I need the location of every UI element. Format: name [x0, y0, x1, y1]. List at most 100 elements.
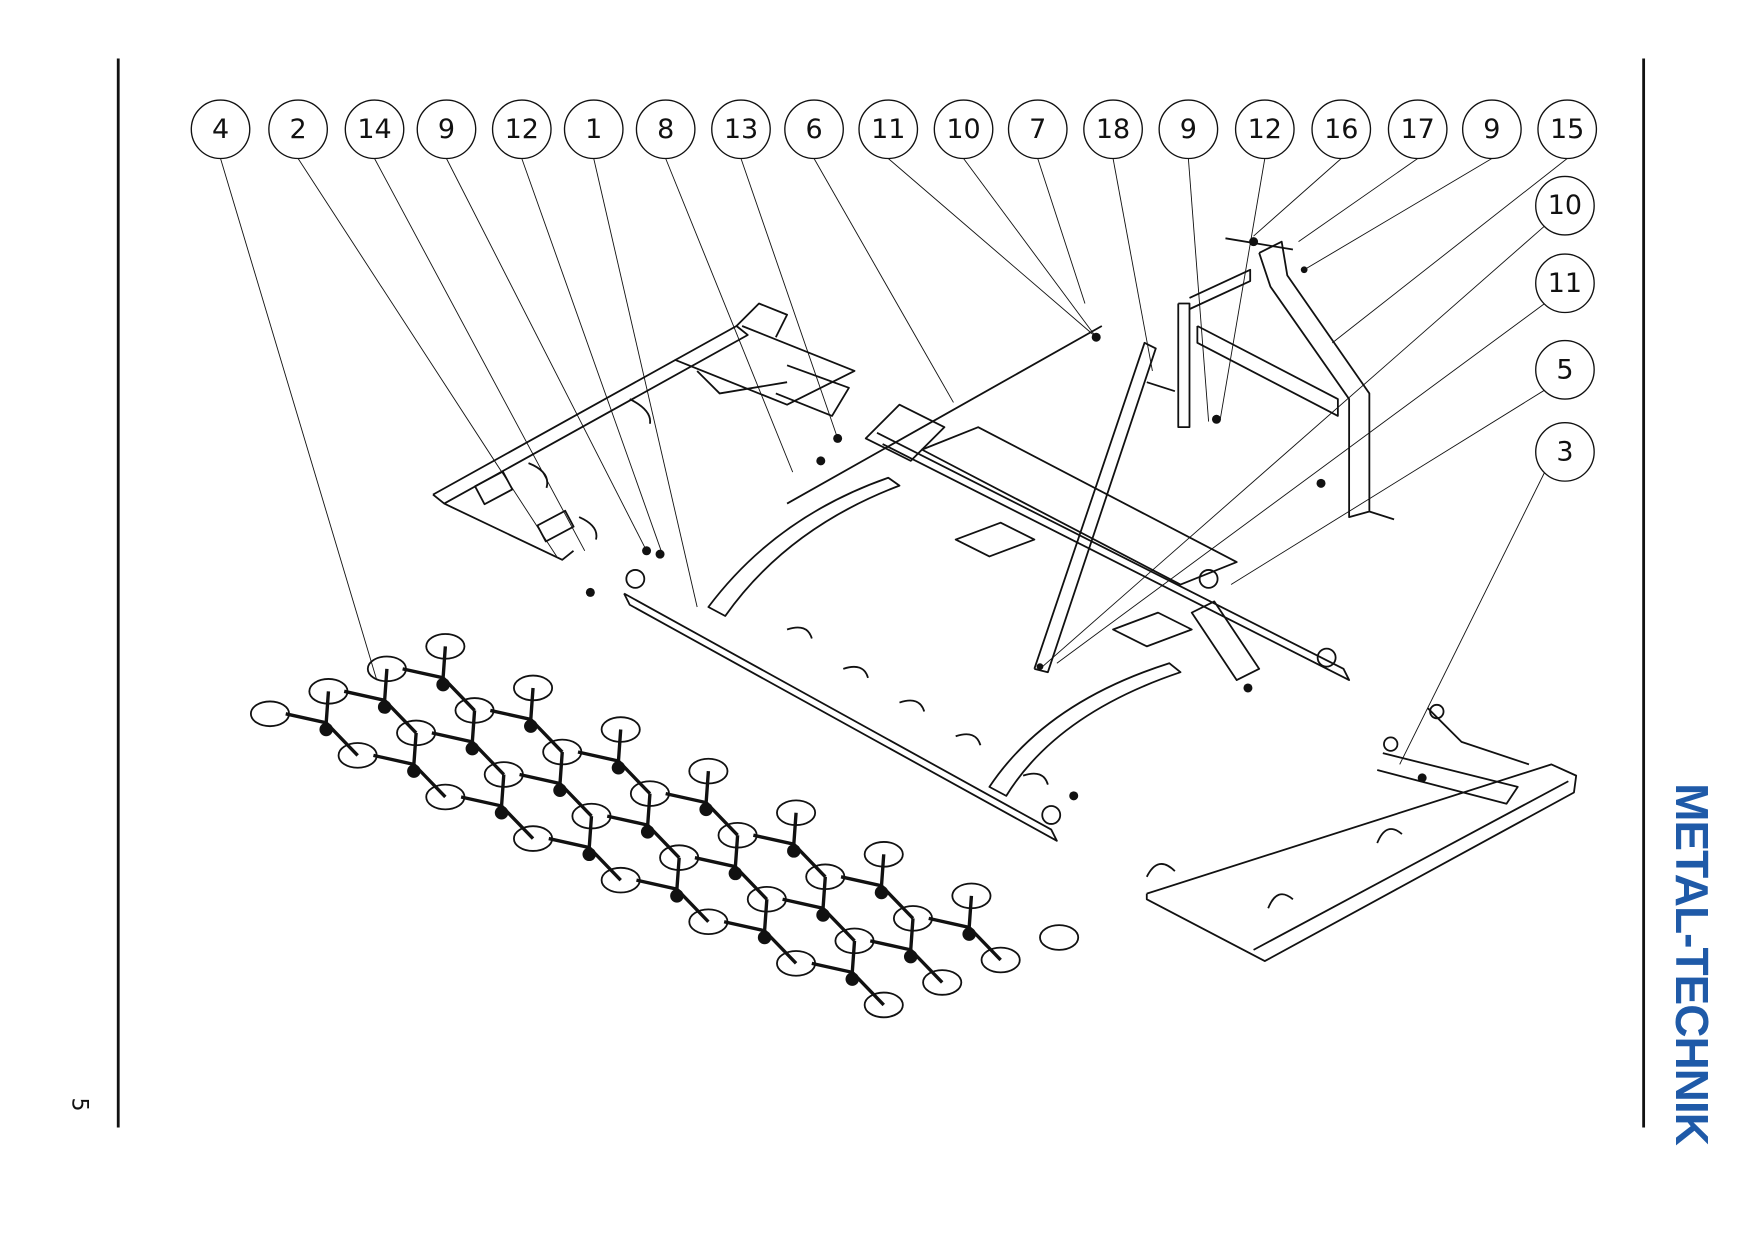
balloon-circle	[1311, 99, 1372, 160]
harrow-ring	[513, 674, 554, 702]
part-headstock	[1146, 237, 1395, 521]
leader-line	[593, 158, 698, 608]
balloon-part-18: 18	[1083, 99, 1153, 372]
balloon-number: 11	[871, 114, 905, 145]
leader-line	[297, 158, 558, 557]
balloon-part-6: 6	[784, 99, 954, 403]
balloon-number: 12	[1248, 114, 1282, 145]
balloon-number: 4	[212, 114, 229, 145]
balloon-circle	[1535, 339, 1595, 400]
balloon-number: 6	[805, 114, 822, 145]
harrow-tine-point	[874, 885, 889, 900]
balloon-circle	[1535, 421, 1595, 482]
balloon-circle	[190, 99, 251, 160]
harrow-tine-point	[787, 844, 801, 858]
leader-line	[374, 158, 586, 552]
balloon-circle	[1083, 99, 1143, 160]
balloon-part-9: 9	[416, 99, 647, 552]
leader-line	[1331, 158, 1568, 344]
balloon-circle	[1535, 253, 1595, 314]
harrow-tine-point	[319, 722, 333, 737]
balloon-number: 10	[946, 114, 980, 145]
harrow-ring	[980, 946, 1021, 974]
balloon-number: 1	[585, 114, 602, 145]
part-brace	[1033, 341, 1157, 674]
balloon-part-1: 1	[563, 99, 698, 608]
leader-line	[813, 158, 954, 403]
harrow-tine-point	[845, 972, 860, 986]
leader-line	[1230, 389, 1545, 585]
balloon-number: 15	[1550, 114, 1584, 145]
leader-line	[1298, 158, 1418, 243]
balloon-part-10: 10	[933, 99, 1097, 338]
harrow-tine-point	[611, 761, 626, 775]
harrow-ring	[688, 757, 729, 785]
balloon-number: 13	[724, 114, 758, 145]
harrow-tine-point	[816, 908, 830, 922]
balloon-circle	[1234, 99, 1295, 160]
logo-text: METAL-TECHNIK	[1666, 783, 1718, 1145]
balloon-part-4: 4	[190, 99, 378, 681]
balloon-circle	[268, 99, 328, 160]
harrow-ring	[922, 969, 963, 996]
leader-line	[1112, 158, 1153, 372]
balloon-part-7: 7	[1007, 99, 1086, 304]
harrow-tine-point	[436, 677, 450, 692]
leader-line	[1056, 303, 1545, 664]
leader-line	[521, 158, 662, 551]
harrow-tine-point	[377, 700, 392, 714]
balloon-part-5: 5	[1230, 339, 1595, 585]
balloon-part-12: 12	[1219, 99, 1295, 422]
balloon-part-14: 14	[344, 99, 586, 552]
balloon-circle	[635, 99, 696, 160]
parts-drawing	[249, 237, 1578, 1019]
harrow-tine-point	[582, 847, 596, 862]
balloon-circle	[1387, 99, 1448, 160]
balloon-part-3: 3	[1399, 421, 1595, 765]
balloon-part-9: 9	[1158, 99, 1219, 422]
balloon-number: 8	[657, 114, 674, 145]
leader-line	[1219, 158, 1266, 422]
metal-technik-logo: METAL-TECHNIK	[1662, 783, 1722, 1145]
leader-line	[446, 158, 647, 552]
balloon-part-15: 15	[1331, 99, 1598, 344]
leader-line	[665, 158, 794, 473]
balloon-part-17: 17	[1298, 99, 1448, 243]
harrow-ring	[600, 716, 641, 743]
harrow-ring	[863, 991, 904, 1019]
balloon-part-11: 11	[1056, 253, 1595, 664]
part-chain-harrow	[249, 633, 1080, 1019]
harrow-tine-point	[903, 949, 918, 964]
part-rear-bar	[1145, 703, 1578, 962]
balloon-part-2: 2	[268, 99, 558, 557]
balloon-circle	[1461, 99, 1522, 160]
balloon-circle	[563, 99, 624, 160]
balloon-circle	[933, 99, 994, 160]
balloon-number: 12	[505, 114, 539, 145]
balloon-circle	[416, 99, 477, 160]
balloon-circle	[711, 99, 771, 160]
harrow-tine-point	[640, 825, 655, 839]
harrow-ring	[776, 799, 817, 826]
balloon-number: 5	[1556, 354, 1573, 385]
balloon-number: 2	[290, 114, 307, 145]
leader-line	[963, 158, 1097, 338]
harrow-tine-point	[757, 930, 772, 945]
balloon-circle	[784, 99, 844, 160]
leader-line	[220, 158, 378, 681]
harrow-ring	[249, 700, 290, 728]
balloon-circle	[858, 99, 919, 160]
balloon-circle	[491, 99, 552, 160]
harrow-tine-point	[728, 866, 743, 881]
harrow-tine-point	[524, 719, 538, 733]
leader-line	[1303, 158, 1493, 271]
harrow-tine-point	[465, 741, 480, 756]
balloon-number: 17	[1401, 114, 1435, 145]
harrow-ring	[863, 841, 904, 868]
page-number: 5	[66, 1097, 92, 1112]
leader-line	[1187, 158, 1210, 422]
part-upper-frame	[432, 302, 856, 561]
balloon-part-9: 9	[1303, 99, 1522, 271]
